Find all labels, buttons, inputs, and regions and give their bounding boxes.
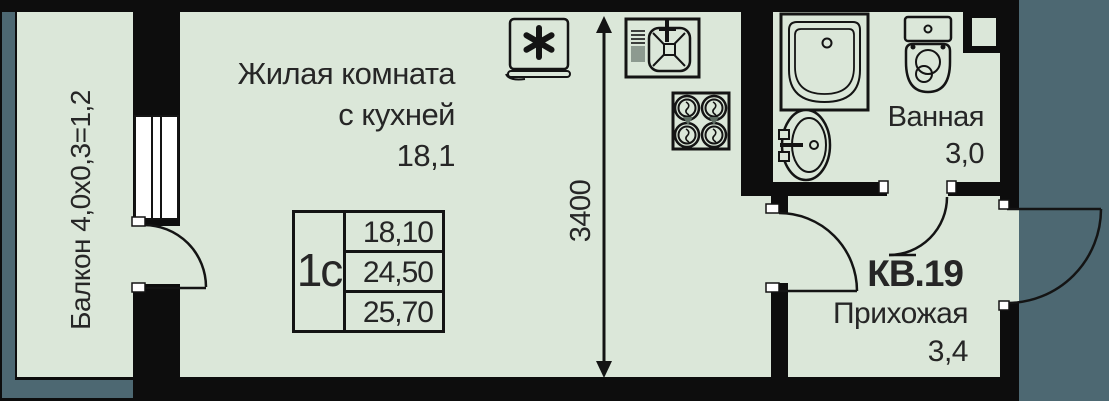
dimension-label: 3400 (565, 179, 597, 243)
toilet-icon (903, 15, 953, 94)
living-room-name-line1: Жилая комната (237, 56, 456, 91)
living-room-label: Жилая комната с кухней 18,1 (200, 54, 456, 177)
living-area-cell: 18,10 (343, 210, 445, 253)
balcony-outer-line-left (0, 0, 2, 401)
apartment-number: КВ.19 (867, 253, 964, 294)
vent-shaft-inner (972, 18, 996, 46)
bathroom-label: Ванная 3,0 (784, 99, 985, 173)
door-jambs (131, 180, 1010, 311)
living-room-area: 18,1 (396, 137, 456, 173)
kitchen-sink-icon (624, 17, 701, 79)
balcony-door-opening (133, 226, 180, 284)
living-room-door (778, 211, 859, 293)
stove-icon (671, 91, 731, 151)
balcony-glazing-bottom (2, 380, 133, 398)
hallway-label: Прихожая 3,4 (768, 295, 969, 371)
living-room-name-line2: с кухней (338, 96, 455, 132)
balcony-inner-line-bottom (15, 377, 133, 380)
fridge-icon (505, 17, 571, 81)
wall-kitchen-bathroom (741, 12, 773, 196)
flat-type-cell: 1с (292, 210, 346, 333)
area-stamp-values: 18,10 24,50 25,70 (343, 210, 445, 333)
wall-bottom (133, 377, 1019, 401)
dimension-line (596, 16, 612, 378)
entrance-door (1006, 207, 1103, 305)
living-door-opening (771, 213, 788, 283)
balcony-inner-line-left (15, 12, 17, 378)
area-stamp: 1с 18,10 24,50 25,70 (292, 210, 445, 333)
bathroom-door-opening (887, 182, 948, 196)
hallway-area: 3,4 (927, 335, 969, 369)
bathroom-area: 3,0 (945, 138, 984, 171)
bathroom-name: Ванная (887, 101, 985, 133)
hallway-name: Прихожая (832, 297, 969, 330)
balcony-label: Балкон 4,0х0,3=1,2 (65, 90, 96, 330)
outside-area (1019, 0, 1109, 401)
balcony-glazing-left (2, 12, 15, 398)
bathtub-icon (779, 12, 870, 112)
wall-top (0, 0, 1019, 12)
floor-area-cell: 24,50 (343, 250, 445, 293)
balcony-door (143, 223, 208, 290)
balcony-window (134, 115, 179, 220)
balcony-outer-line-bottom (0, 398, 133, 401)
bathroom-door (888, 196, 949, 257)
entrance-door-opening (1000, 208, 1019, 302)
washbasin-icon (778, 108, 832, 182)
total-area-cell: 25,70 (343, 290, 445, 333)
